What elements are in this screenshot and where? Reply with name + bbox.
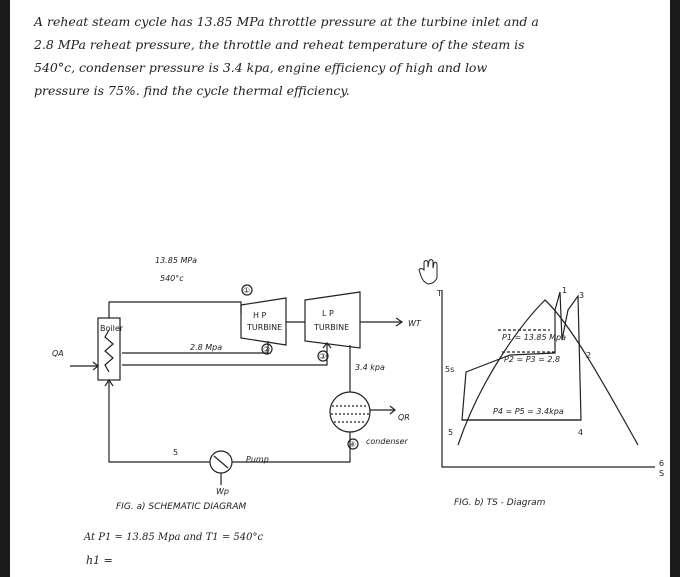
wt-label: WT (408, 319, 422, 328)
p2-label: P2 = P3 = 2.8 (504, 355, 560, 364)
pump-label: Pump (246, 455, 269, 464)
schematic-diagram: 13.85 MPa 540°c ① Boiler QA 2.8 Mpa H P … (52, 256, 422, 512)
ts-diagram: T S P1 = 13.85 Mpa P2 = P3 = 2.8 P4 = P5… (418, 259, 664, 508)
point-2-label: 2 (586, 351, 591, 360)
qr-label: QR (398, 413, 410, 422)
boiler-coil (104, 329, 114, 373)
state-4-label: ④ (349, 440, 356, 449)
t-axis-label: T (436, 289, 442, 298)
problem-line-2: 2.8 MPa reheat pressure, the throttle an… (34, 37, 525, 52)
hand-cursor-icon (418, 259, 438, 285)
hp-turbine (240, 297, 287, 346)
throttle-temp-label: 540°c (160, 274, 184, 283)
state-3-label: ③ (319, 352, 326, 361)
lp-turbine (304, 291, 361, 349)
state-1-label: ① (243, 286, 250, 295)
hp-exhaust-line (122, 341, 269, 354)
state-2-label: ② (263, 345, 270, 354)
qa-label: QA (52, 349, 64, 358)
p1-label: P1 = 13.85 Mpa (502, 333, 566, 342)
point-4-label: 4 (578, 428, 583, 437)
cond-pressure-label: 3.4 kpa (355, 363, 385, 372)
cycle-path (461, 291, 582, 421)
condenser-label: condenser (366, 437, 409, 446)
lp-label-2: TURBINE (313, 323, 349, 332)
point-5-label: 5 (448, 428, 453, 437)
problem-line-4: pressure is 75%. find the cycle thermal … (34, 83, 350, 98)
condensate-line (232, 432, 351, 463)
wp-label: Wp (216, 487, 229, 496)
lp-label-1: L P (322, 309, 334, 318)
boiler-label: Boiler (100, 324, 124, 333)
reheat-line (122, 343, 328, 366)
s-axis-label: S (659, 469, 664, 478)
solution-line-1: At P1 = 13.85 Mpa and T1 = 540°c (84, 532, 264, 543)
ts-caption: FIG. b) TS - Diagram (454, 498, 546, 508)
problem-line-1: A reheat steam cycle has 13.85 MPa throt… (34, 14, 539, 29)
document-page: A reheat steam cycle has 13.85 MPa throt… (10, 0, 670, 577)
state-5-label: 5 (173, 448, 178, 457)
reheat-pressure-label: 2.8 Mpa (190, 343, 222, 352)
feedwater-line (108, 380, 210, 463)
saturation-dome (457, 299, 639, 446)
point-6-label: 6 (659, 459, 664, 468)
solution-line-2: h1 = (86, 554, 113, 567)
hp-label-2: TURBINE (246, 323, 282, 332)
hp-label-1: H P (253, 311, 267, 320)
point-5s-label: 5s (445, 365, 454, 374)
throttle-pressure-label: 13.85 MPa (155, 256, 197, 265)
p4-label: P4 = P5 = 3.4kpa (493, 407, 564, 416)
ts-axes (441, 290, 655, 468)
problem-line-3: 540°c, condenser pressure is 3.4 kpa, en… (34, 60, 488, 75)
schematic-caption: FIG. a) SCHEMATIC DIAGRAM (116, 502, 247, 512)
point-1-label: 1 (562, 286, 567, 295)
point-3-label: 3 (579, 291, 584, 300)
